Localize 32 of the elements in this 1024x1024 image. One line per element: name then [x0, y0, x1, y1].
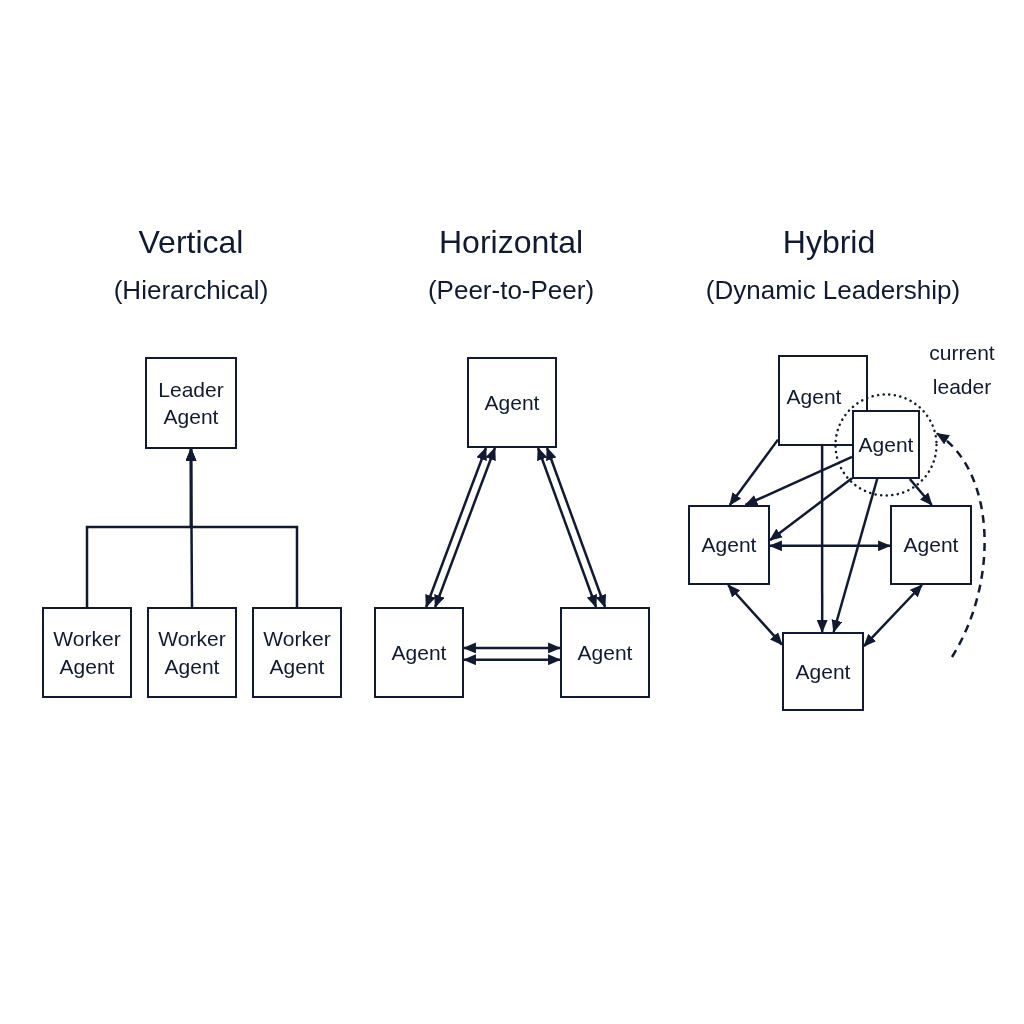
section-heading: Horizontal [438, 223, 584, 262]
arrow [816, 446, 828, 634]
circle-label: current leader [928, 340, 996, 400]
double-arrow [727, 584, 783, 646]
double-arrow [434, 447, 497, 608]
arrow [769, 477, 853, 542]
section-subheading: (Dynamic Leadership) [705, 274, 961, 307]
node-box: Agent [467, 357, 557, 448]
dashed-arrow [936, 432, 986, 658]
node-box: Worker Agent [42, 607, 132, 698]
arrow [908, 478, 933, 506]
double-arrow [536, 447, 598, 608]
node-box: Worker Agent [252, 607, 342, 698]
arrow [744, 455, 853, 507]
node-box: Agent [782, 632, 864, 711]
arrow [728, 438, 779, 506]
arrow [185, 447, 299, 607]
section-subheading: (Peer-to-Peer) [427, 274, 595, 307]
section-subheading: (Hierarchical) [113, 274, 269, 307]
node-box: Agent [890, 505, 972, 585]
node-box: Leader Agent [145, 357, 237, 449]
double-arrow [425, 447, 488, 608]
double-arrow [863, 584, 923, 648]
node-box: Agent [374, 607, 464, 698]
node-box: Agent [852, 410, 920, 479]
node-box: Worker Agent [147, 607, 237, 698]
arrow [831, 478, 879, 634]
double-arrow [545, 447, 607, 608]
section-heading: Hybrid [782, 223, 876, 262]
node-box: Agent [560, 607, 650, 698]
node-box: Agent [688, 505, 770, 585]
section-heading: Vertical [138, 223, 244, 262]
